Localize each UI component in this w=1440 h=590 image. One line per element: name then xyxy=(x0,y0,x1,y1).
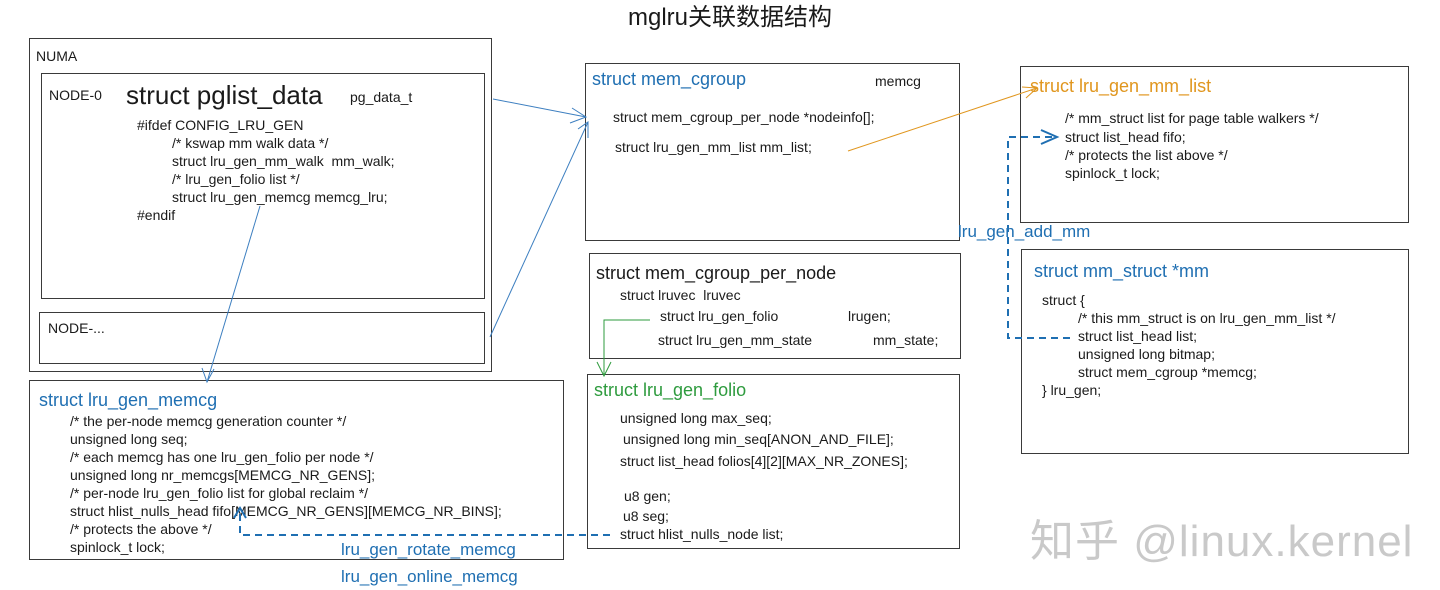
lru-gen-memcg-line: spinlock_t lock; xyxy=(70,539,165,555)
diagram-title: mglru关联数据结构 xyxy=(628,4,833,31)
mem-cgroup-box: struct mem_cgroup memcg struct mem_cgrou… xyxy=(585,63,960,241)
mm-struct-line: struct list_head list; xyxy=(1078,328,1198,344)
arrow-pglist-to-memcg-head xyxy=(569,107,588,124)
watermark: 知乎 @linux.kernel xyxy=(1030,517,1414,566)
numa-label: NUMA xyxy=(36,48,78,64)
pglist-line: /* lru_gen_folio list */ xyxy=(172,171,300,187)
lru-gen-memcg-line: /* each memcg has one lru_gen_folio per … xyxy=(70,449,374,465)
label-lru-gen-rotate-memcg: lru_gen_rotate_memcg xyxy=(341,540,516,559)
pglist-line: struct lru_gen_mm_walk mm_walk; xyxy=(172,153,395,169)
lru-gen-mm-list-title: struct lru_gen_mm_list xyxy=(1030,76,1212,96)
node-more-box: NODE-... xyxy=(39,312,485,364)
pglist-line: #ifdef CONFIG_LRU_GEN xyxy=(137,117,304,133)
lru-gen-folio-line: unsigned long max_seq; xyxy=(620,410,772,426)
lru-gen-memcg-title: struct lru_gen_memcg xyxy=(39,390,218,410)
lru-gen-memcg-line: /* per-node lru_gen_folio list for globa… xyxy=(70,485,369,501)
lru-gen-folio-line: struct hlist_nulls_node list; xyxy=(620,526,784,542)
mm-struct-line: /* this mm_struct is on lru_gen_mm_list … xyxy=(1078,310,1336,326)
pglist-line: struct lru_gen_memcg memcg_lru; xyxy=(172,189,388,205)
mm-struct-box: struct mm_struct *mm struct { /* this mm… xyxy=(1021,249,1409,454)
label-lru-gen-add-mm: lru_gen_add_mm xyxy=(958,222,1091,241)
lru-gen-folio-title: struct lru_gen_folio xyxy=(594,380,747,400)
per-node-field: mm_state; xyxy=(873,332,939,348)
mm-list-line: spinlock_t lock; xyxy=(1065,165,1160,181)
mem-cgroup-per-node-box: struct mem_cgroup_per_node struct lruvec… xyxy=(589,253,961,359)
mem-cgroup-alias: memcg xyxy=(875,73,921,89)
mm-struct-title: struct mm_struct *mm xyxy=(1034,261,1210,281)
lru-gen-memcg-line: unsigned long seq; xyxy=(70,431,188,447)
lru-gen-memcg-box: struct lru_gen_memcg /* the per-node mem… xyxy=(29,380,564,560)
mem-cgroup-title: struct mem_cgroup xyxy=(592,69,747,89)
node-more-label: NODE-... xyxy=(48,320,105,336)
mm-list-line: /* protects the list above */ xyxy=(1065,147,1228,163)
lru-gen-mm-list-box: struct lru_gen_mm_list /* mm_struct list… xyxy=(1020,66,1409,223)
mm-list-line: /* mm_struct list for page table walkers… xyxy=(1065,110,1319,126)
node0-box: NODE-0 struct pglist_data pg_data_t #ifd… xyxy=(41,73,485,299)
lru-gen-folio-box: struct lru_gen_folio unsigned long max_s… xyxy=(587,374,960,549)
per-node-line: struct lruvec lruvec xyxy=(620,287,741,303)
mm-struct-line: unsigned long bitmap; xyxy=(1078,346,1215,362)
mm-list-line: struct list_head fifo; xyxy=(1065,129,1186,145)
lru-gen-folio-line: u8 gen; xyxy=(624,488,671,504)
pglist-data-alias: pg_data_t xyxy=(350,89,413,105)
pglist-line: #endif xyxy=(137,207,176,223)
lru-gen-folio-line: u8 seg; xyxy=(623,508,669,524)
label-lru-gen-online-memcg: lru_gen_online_memcg xyxy=(341,567,518,586)
per-node-field: lrugen; xyxy=(848,308,891,324)
mm-struct-line: struct { xyxy=(1042,292,1085,308)
node0-label: NODE-0 xyxy=(49,87,102,103)
lru-gen-memcg-line: struct hlist_nulls_head fifo[MEMCG_NR_GE… xyxy=(70,503,502,519)
mm-struct-line: struct mem_cgroup *memcg; xyxy=(1078,364,1257,380)
lru-gen-folio-line: unsigned long min_seq[ANON_AND_FILE]; xyxy=(623,431,894,447)
arrow-node-more-to-memcg xyxy=(489,121,589,338)
lru-gen-memcg-line: /* the per-node memcg generation counter… xyxy=(70,413,347,429)
pglist-data-title: struct pglist_data xyxy=(126,80,323,110)
per-node-line: struct lru_gen_folio xyxy=(660,308,779,324)
lru-gen-memcg-line: /* protects the above */ xyxy=(70,521,212,537)
arrow-pglist-to-memcg xyxy=(492,98,587,118)
lru-gen-memcg-line: unsigned long nr_memcgs[MEMCG_NR_GENS]; xyxy=(70,467,376,483)
per-node-line: struct lru_gen_mm_state xyxy=(658,332,813,348)
pglist-line: /* kswap mm walk data */ xyxy=(172,135,329,151)
mem-cgroup-per-node-title: struct mem_cgroup_per_node xyxy=(596,263,837,283)
mem-cgroup-line: struct lru_gen_mm_list mm_list; xyxy=(615,139,812,155)
mem-cgroup-line: struct mem_cgroup_per_node *nodeinfo[]; xyxy=(613,109,875,125)
mm-struct-line: } lru_gen; xyxy=(1042,382,1102,398)
lru-gen-folio-line: struct list_head folios[4][2][MAX_NR_ZON… xyxy=(620,453,908,469)
